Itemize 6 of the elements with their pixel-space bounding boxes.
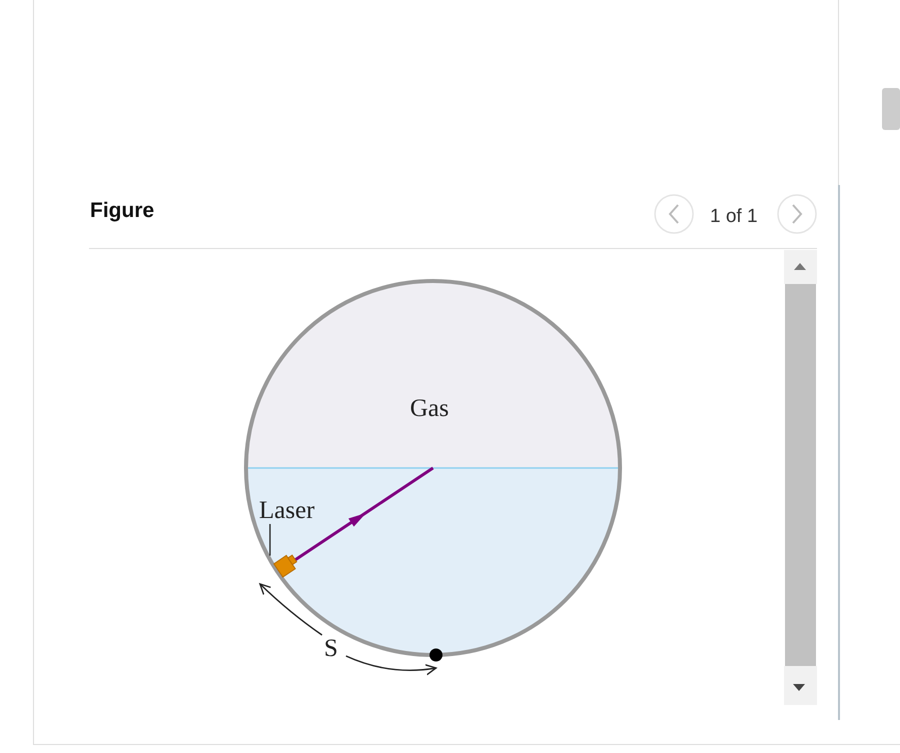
laser-device	[273, 554, 298, 578]
figure-heading: Figure	[90, 199, 154, 223]
arc-length-label: S	[324, 636, 338, 661]
region-label: Gas	[410, 396, 449, 421]
laser-label: Laser	[259, 498, 315, 523]
page-counter: 1 of 1	[710, 206, 758, 228]
